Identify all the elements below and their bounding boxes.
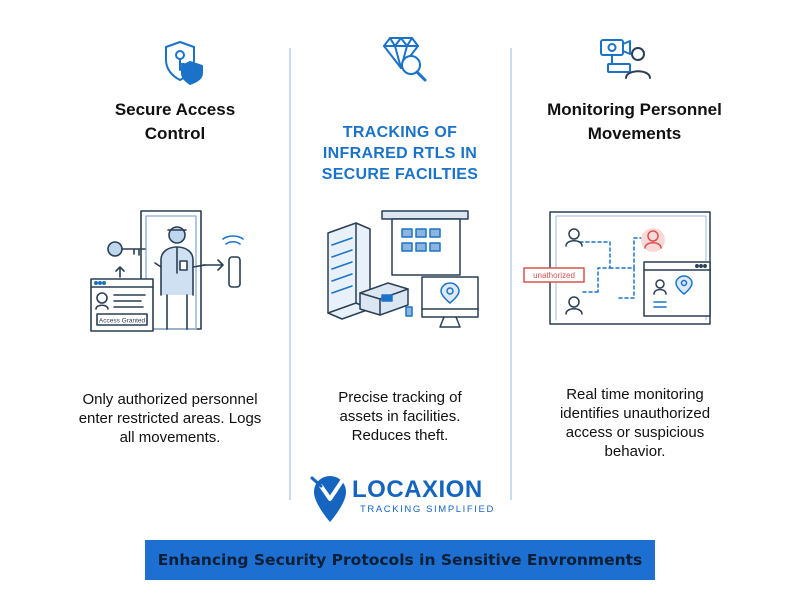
access-control-illustration: Access Granted [85, 205, 255, 340]
banner-text: Enhancing Security Protocols in Sensitiv… [157, 551, 643, 569]
column-title-tracking: TRACKING OF INFRARED RTLS IN SECURE FACI… [321, 124, 479, 183]
logo-name: LOCAXION [352, 476, 483, 503]
column-description-monitoring: Real time monitoring identifies unauthor… [559, 386, 711, 460]
access-granted-label: Access Granted [99, 318, 146, 325]
location-check-icon [310, 476, 346, 522]
facility-assets-illustration [322, 205, 482, 335]
footer-banner: Enhancing Security Protocols in Sensitiv… [145, 540, 655, 580]
diamond-magnifier-icon [378, 34, 430, 84]
column-description-tracking: Precise tracking of assets in facilities… [338, 389, 462, 444]
column-description-access: Only authorized personnel enter restrict… [78, 391, 262, 446]
camera-person-icon [598, 34, 652, 84]
monitoring-floorplan-illustration: unathorized [522, 208, 722, 333]
locaxion-logo: LOCAXION TRACKING SIMPLIFIED [308, 472, 498, 524]
unauthorized-label: unathorized [533, 271, 575, 280]
logo-tagline: TRACKING SIMPLIFIED [360, 504, 495, 515]
column-title-access: Secure Access Control [114, 100, 236, 143]
column-title-monitoring: Monitoring Personnel Movements [547, 100, 722, 143]
column-divider-left [289, 48, 291, 500]
shield-key-icon [160, 38, 208, 86]
column-divider-right [510, 48, 512, 500]
